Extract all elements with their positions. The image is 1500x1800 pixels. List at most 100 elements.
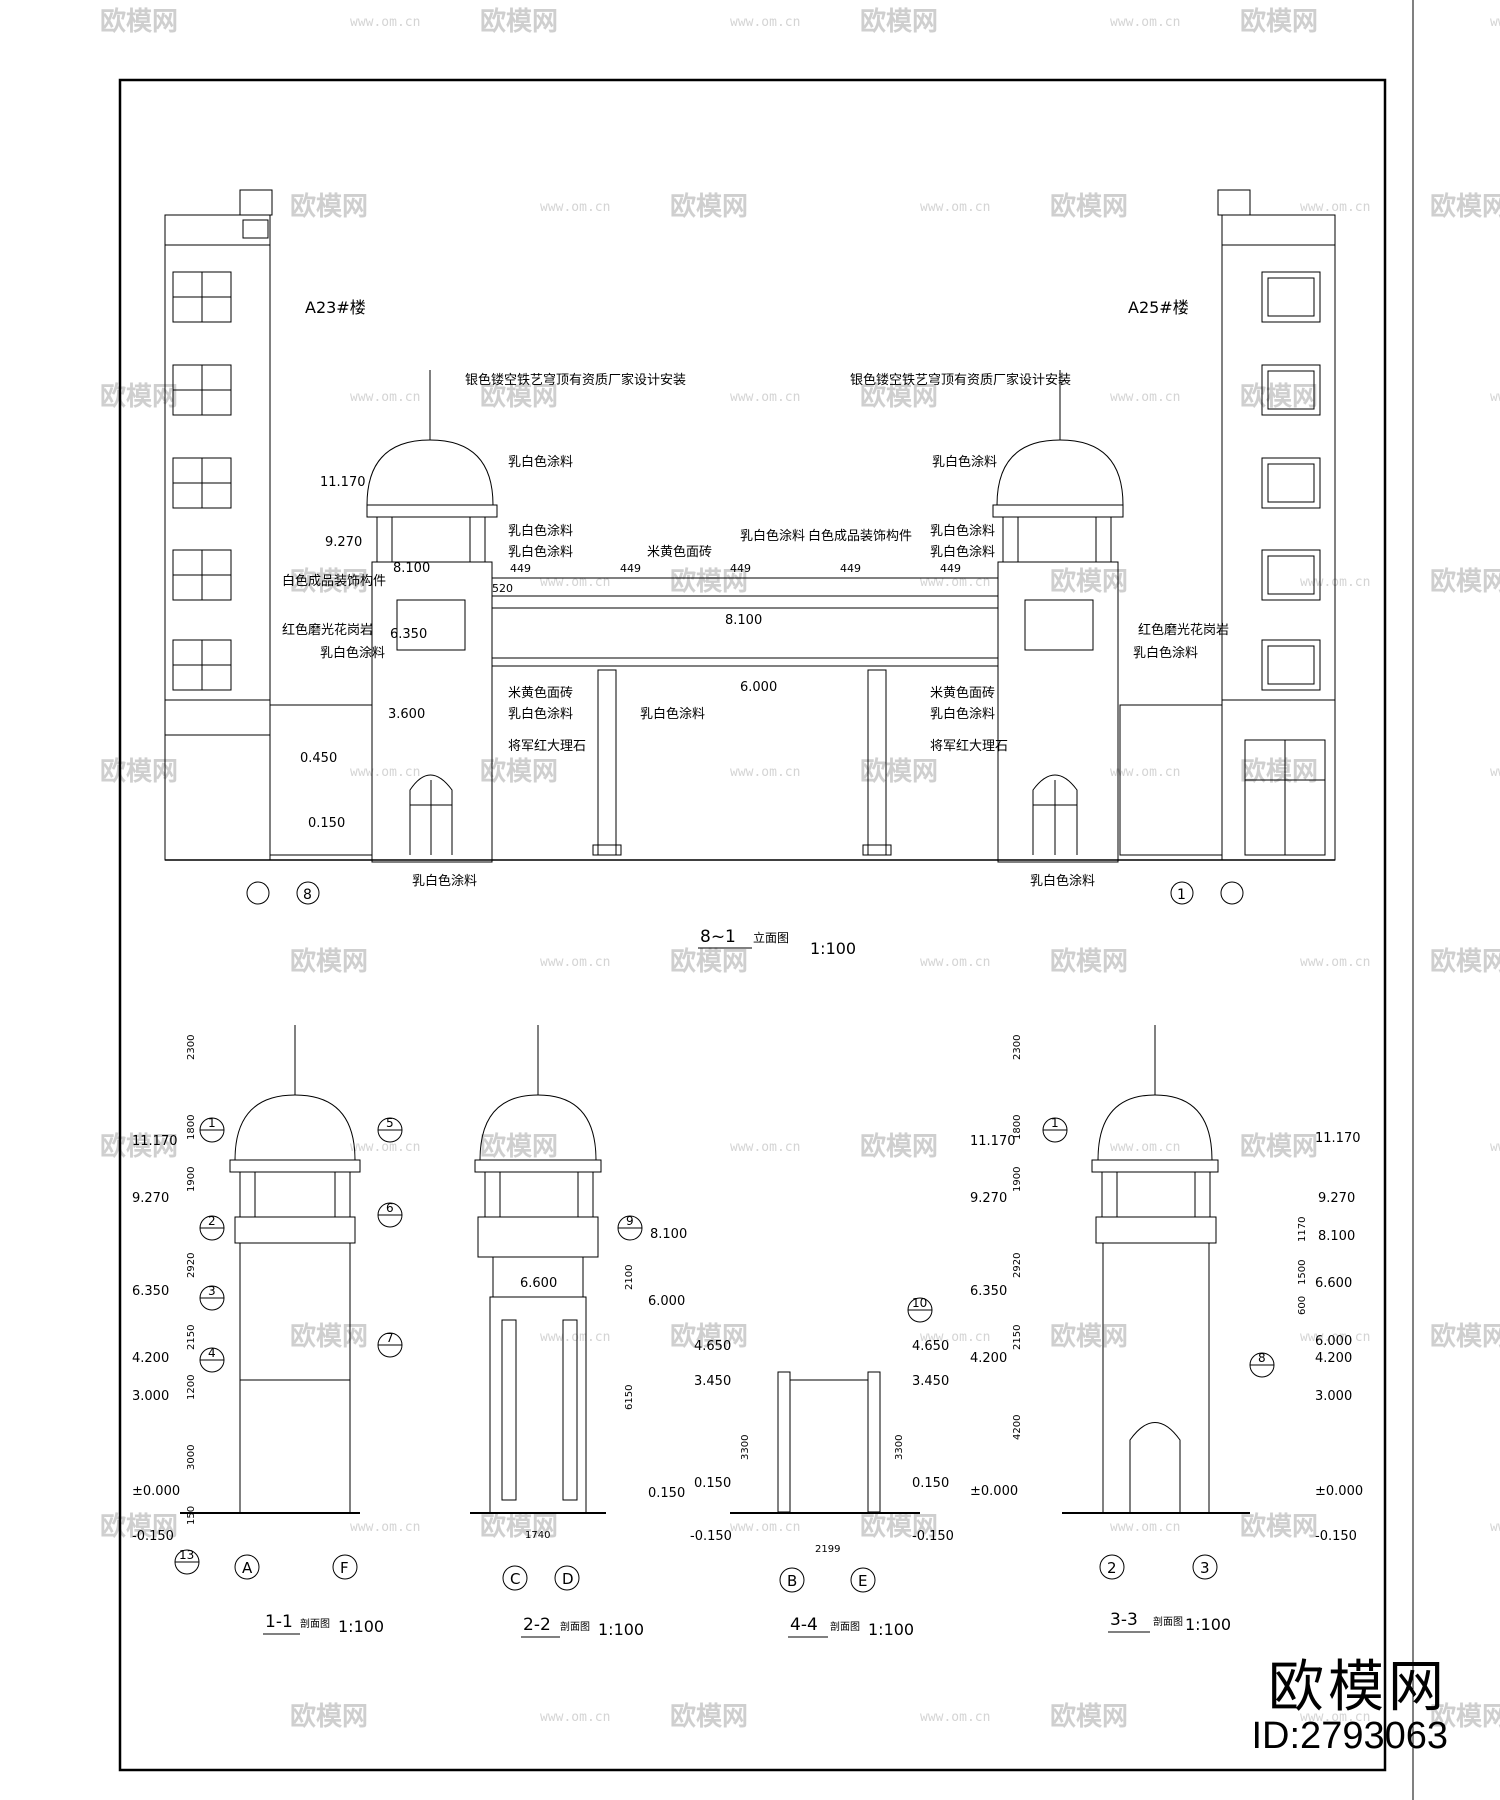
watermark-brand: 欧模网 (1430, 566, 1500, 597)
watermark-url: www.om.cn (350, 15, 420, 30)
elevation-title-scale: 1:100 (810, 939, 856, 958)
watermark-url: www.om.cn (540, 1330, 610, 1345)
level-6000: 6.000 (740, 680, 777, 695)
sheet-frame (118, 78, 1387, 1772)
watermark-url: www.om.cn (730, 1520, 800, 1535)
watermark-url: www.om.cn (1490, 1140, 1500, 1155)
s22-dim-6150: 6150 (624, 1385, 635, 1410)
left-tower (366, 370, 498, 863)
s44-dim-3300-left: 3300 (740, 1435, 751, 1460)
brand-name: 欧模网 (1268, 1655, 1448, 1721)
label-milky-6: 乳白色涂料 (508, 544, 573, 560)
label-red-granite-left: 红色磨光花岗岩 (282, 622, 373, 638)
elevation-view (164, 189, 1336, 863)
axis-b: B (787, 1572, 797, 1590)
s44-level-0150-right: 0.150 (912, 1476, 949, 1491)
watermark-brand: 欧模网 (100, 381, 178, 412)
s11-level-3000: 3.000 (132, 1389, 169, 1404)
elevation-title-text: 立面图 (753, 930, 789, 945)
label-milky-10: 乳白色涂料 (508, 706, 573, 722)
s33-dim-1500: 1500 (1297, 1260, 1308, 1285)
s33-dim-1170: 1170 (1297, 1217, 1308, 1242)
elevation-title-axes: 8~1 (700, 927, 736, 947)
label-milky-8: 乳白色涂料 (320, 645, 385, 661)
watermark-brand: 欧模网 (670, 566, 748, 597)
ref-8: 8 (1258, 1351, 1266, 1365)
s44-level-3450-left: 3.450 (694, 1374, 731, 1389)
watermark-url: www.om.cn (1490, 390, 1500, 405)
watermark-brand: 欧模网 (290, 566, 368, 597)
s33-dim-2300: 2300 (1012, 1035, 1023, 1060)
s11-dim-1200: 1200 (186, 1375, 197, 1400)
label-a25-building: A25#楼 (1128, 298, 1189, 317)
label-marble-left: 将军红大理石 (508, 738, 586, 754)
watermark-url: www.om.cn (920, 1330, 990, 1345)
axis-2: 2 (1107, 1559, 1117, 1577)
s44-level-0150-left: 0.150 (694, 1476, 731, 1491)
label-red-granite-right: 红色磨光花岗岩 (1138, 622, 1229, 638)
right-building (1217, 189, 1336, 861)
watermark-url: www.om.cn (1490, 15, 1500, 30)
watermark-brand: 欧模网 (860, 1131, 938, 1162)
dim-449-d: 449 (840, 562, 861, 575)
s33-dim-2150: 2150 (1012, 1325, 1023, 1350)
dim-520: 520 (492, 582, 513, 595)
s33-level-6350-left: 6.350 (970, 1284, 1007, 1299)
s33-level-11170-left: 11.170 (970, 1134, 1016, 1149)
s22-level-8100: 8.100 (650, 1227, 687, 1242)
watermark-url: www.om.cn (920, 955, 990, 970)
s44-level-3450-right: 3.450 (912, 1374, 949, 1389)
axis-d: D (562, 1570, 574, 1588)
s33-level-9270-right: 9.270 (1318, 1191, 1355, 1206)
watermark-brand: 欧模网 (860, 756, 938, 787)
label-milky-9: 乳白色涂料 (1133, 645, 1198, 661)
s44-scale: 1:100 (868, 1620, 914, 1639)
s11-dim-2920: 2920 (186, 1253, 197, 1278)
watermark-url: www.om.cn (540, 1710, 610, 1725)
s11-level-m0150: -0.150 (132, 1529, 174, 1544)
s22-title-suffix: 剖面图 (560, 1620, 590, 1633)
s33-level-6000-right: 6.000 (1315, 1334, 1352, 1349)
left-building (164, 189, 273, 861)
s33-level-4200-left: 4.200 (970, 1351, 1007, 1366)
watermark-url: www.om.cn (1110, 1520, 1180, 1535)
watermark-brand: 欧模网 (670, 1321, 748, 1352)
watermark-brand: 欧模网 (480, 6, 558, 37)
watermark-url: www.om.cn (1490, 1520, 1500, 1535)
ref-5: 5 (386, 1116, 394, 1130)
axis-c: C (510, 1570, 520, 1588)
watermark-url: www.om.cn (730, 765, 800, 780)
s33-title-suffix: 剖面图 (1153, 1615, 1183, 1628)
s44-level-m0150-right: -0.150 (912, 1529, 954, 1544)
watermark-url: www.om.cn (920, 1710, 990, 1725)
s33-level-9270-left: 9.270 (970, 1191, 1007, 1206)
section-axes: A F C D B E 2 3 (234, 1554, 1218, 1593)
watermark-brand: 欧模网 (480, 1511, 558, 1542)
watermark-brand: 欧模网 (290, 1701, 368, 1732)
s11-title-suffix: 剖面图 (300, 1617, 330, 1630)
level-8100-beam: 8.100 (725, 613, 762, 628)
right-tower (992, 370, 1124, 863)
s11-level-9270: 9.270 (132, 1191, 169, 1206)
ref-7: 7 (386, 1331, 394, 1345)
ref-13: 13 (179, 1548, 194, 1562)
s33-level-11170-right: 11.170 (1315, 1131, 1361, 1146)
axis-1: 1 (1177, 887, 1186, 903)
watermark-brand: 欧模网 (1430, 1701, 1500, 1732)
elevation-axes: 8 1 (246, 881, 1244, 905)
s33-dim-4200: 4200 (1012, 1415, 1023, 1440)
watermark-url: www.om.cn (350, 390, 420, 405)
sections-drawing (180, 1025, 1250, 1514)
label-white-deco-2: 白色成品装饰构件 (282, 573, 386, 589)
s33-level-m0150-right: -0.150 (1315, 1529, 1357, 1544)
s22-dim-2100: 2100 (624, 1265, 635, 1290)
s33-level-0000-right: ±0.000 (1315, 1484, 1363, 1499)
ref-2: 2 (208, 1214, 216, 1228)
watermark-brand: 欧模网 (1050, 946, 1128, 977)
watermark-url: www.om.cn (1490, 765, 1500, 780)
s22-level-6600: 6.600 (520, 1276, 557, 1291)
dim-449-c: 449 (730, 562, 751, 575)
ref-3: 3 (208, 1284, 216, 1298)
watermark-brand: 欧模网 (480, 381, 558, 412)
label-milky-14: 乳白色涂料 (1030, 873, 1095, 889)
